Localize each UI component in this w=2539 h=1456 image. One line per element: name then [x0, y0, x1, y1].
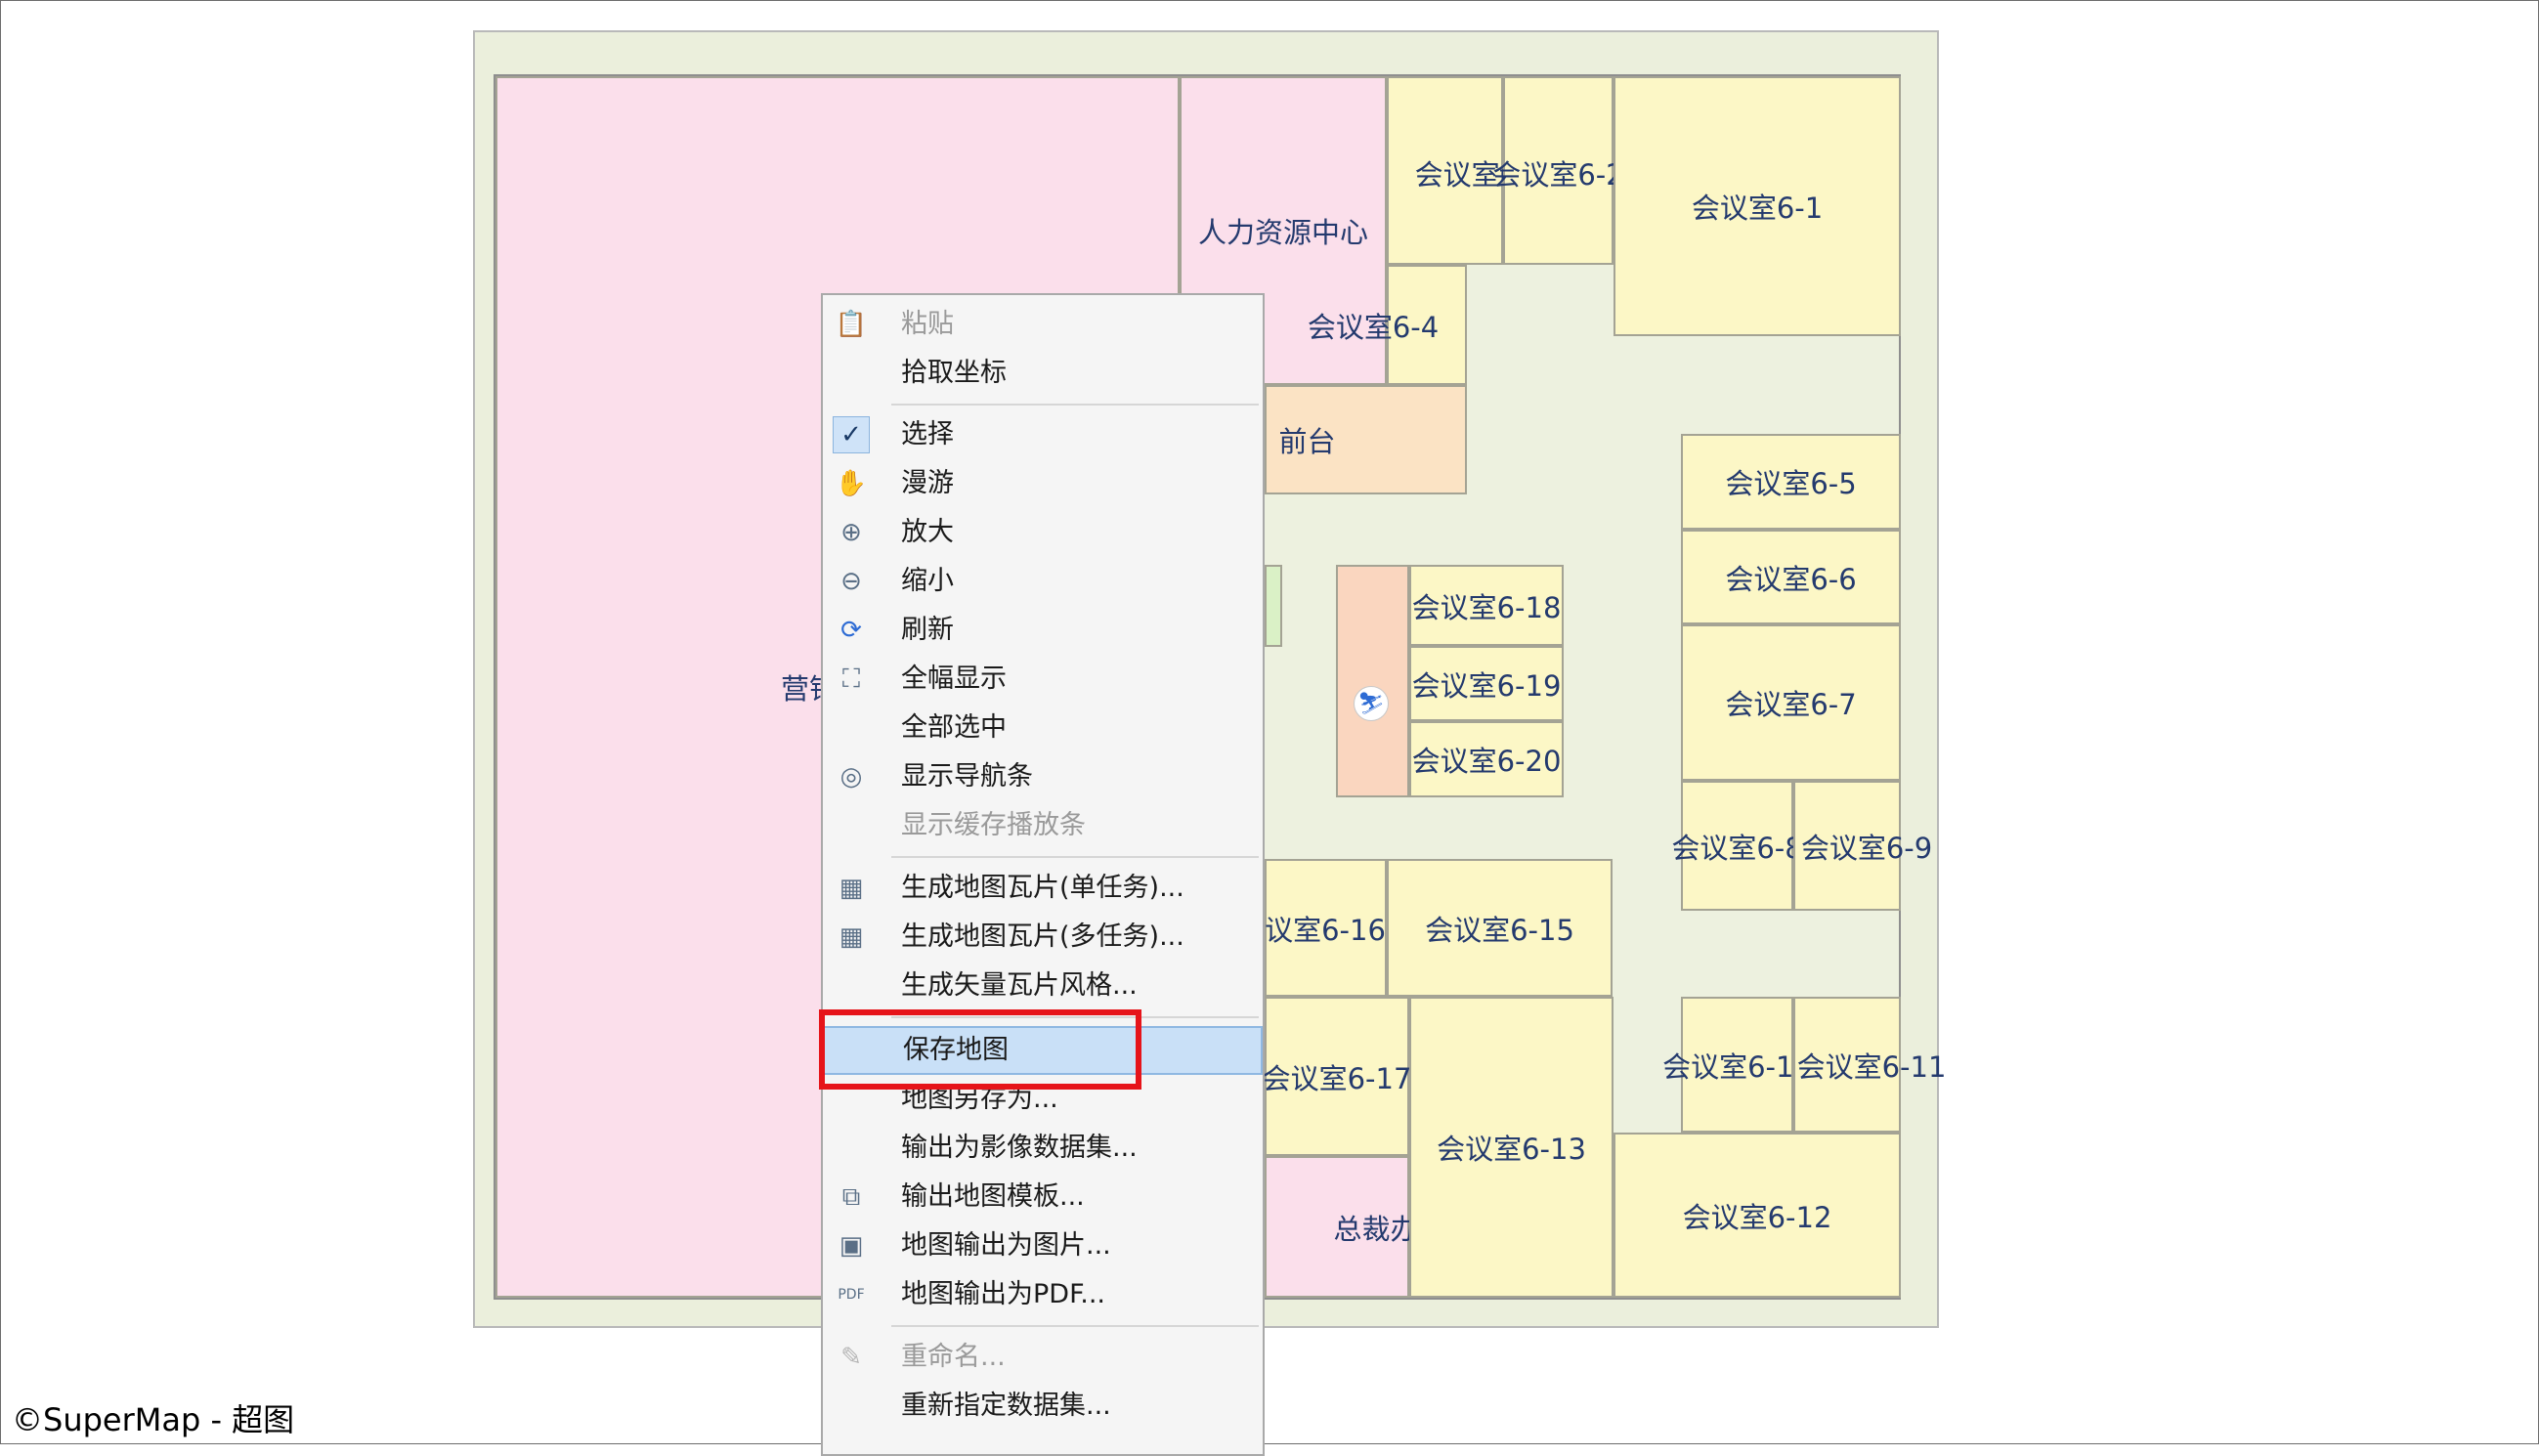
room-label: 会议室6-5	[1725, 467, 1857, 500]
room-6-11[interactable]: 会议室6-11	[1793, 997, 1946, 1133]
menu-item-export-map-template[interactable]: ⧉ 输出地图模板...	[823, 1173, 1263, 1221]
room-label: 会议室6-6	[1725, 562, 1857, 596]
room-label: 会议室6-19	[1411, 668, 1562, 703]
room-label: 人力资源中心	[1197, 216, 1368, 249]
room-6-7[interactable]: 会议室6-7	[1681, 624, 1901, 781]
export-image-icon: ▣	[839, 1231, 864, 1261]
room-label: 会议室6-10	[1662, 1049, 1812, 1084]
room-label: 会议室6-11	[1796, 1049, 1947, 1084]
menu-separator	[891, 1016, 1259, 1018]
room-6-8[interactable]: 会议室6-8	[1671, 781, 1803, 911]
room-6-1[interactable]: 会议室6-1	[1614, 76, 1901, 336]
menu-item-paste[interactable]: 📋 粘贴	[823, 300, 1263, 349]
room-label: 会议室6-12	[1682, 1200, 1832, 1234]
room-6-6[interactable]: 会议室6-6	[1681, 530, 1901, 624]
rename-icon: ✎	[840, 1343, 862, 1372]
menu-item-refresh[interactable]: ⟳ 刷新	[823, 606, 1263, 655]
menu-item-zoom-out[interactable]: ⊖ 缩小	[823, 557, 1263, 606]
refresh-icon: ⟳	[840, 616, 862, 645]
menu-item-generate-tiles-multi[interactable]: ▦ 生成地图瓦片(多任务)...	[823, 913, 1263, 962]
menu-item-rename[interactable]: ✎ 重命名...	[823, 1333, 1263, 1382]
menu-separator	[891, 404, 1259, 406]
room-label: 会议室6-20	[1411, 745, 1562, 778]
map-tile-multi-icon: ▦	[839, 922, 864, 952]
menu-item-pan[interactable]: ✋ 漫游	[823, 459, 1263, 508]
menu-item-full-extent[interactable]: ⛶ 全幅显示	[823, 655, 1263, 704]
menu-item-show-cache-bar[interactable]: 显示缓存播放条	[901, 810, 1086, 840]
hand-pan-icon: ✋	[835, 469, 868, 498]
room-label: 会议室6-8	[1671, 831, 1803, 865]
room-label: 会议室6-15	[1425, 913, 1574, 947]
room-6-16[interactable]: 会议室6-16	[1236, 859, 1387, 997]
room-label: 会议室6-7	[1725, 688, 1857, 721]
room-6-13[interactable]: 会议室6-13	[1409, 997, 1614, 1298]
room-label: 总裁办	[1333, 1212, 1419, 1246]
room-label: 会议室6-2	[1492, 158, 1624, 192]
room-6-15[interactable]: 会议室6-15	[1387, 859, 1613, 997]
export-pdf-icon: PDF	[838, 1287, 865, 1303]
room-6-3[interactable]: 会议室6-3	[1387, 76, 1546, 265]
room-6-20[interactable]: 会议室6-20	[1409, 721, 1564, 797]
context-menu: 📋 粘贴 拾取坐标 ✓ 选择 ✋ 漫游 ⊕ 放大 ⊖ 缩小 ⟳ 刷新 ⛶ 全幅显…	[821, 293, 1265, 1456]
menu-item-export-image-dataset[interactable]: 输出为影像数据集...	[901, 1133, 1138, 1163]
menu-separator	[891, 856, 1259, 858]
zoom-out-icon: ⊖	[840, 567, 862, 596]
menu-item-select-all[interactable]: 全部选中	[901, 712, 1007, 743]
map-tile-icon: ▦	[839, 874, 864, 903]
highlight-annotation-box	[819, 1009, 1141, 1090]
stairs-icon: ⛷	[1354, 686, 1389, 721]
menu-item-generate-tiles-single[interactable]: ▦ 生成地图瓦片(单任务)...	[823, 864, 1263, 913]
checkmark-icon: ✓	[833, 416, 870, 453]
room-label: 会议室6-17	[1262, 1061, 1412, 1095]
room-6-2[interactable]: 会议室6-2	[1492, 76, 1624, 265]
menu-item-save-map[interactable]: 保存地图	[823, 1026, 1263, 1075]
menu-item-export-pdf[interactable]: PDF 地图输出为PDF...	[823, 1270, 1263, 1319]
room-label: 会议室6-9	[1800, 831, 1933, 865]
menu-item-respecify-dataset[interactable]: 重新指定数据集...	[901, 1391, 1111, 1421]
menu-item-show-navigation[interactable]: ◎ 显示导航条	[823, 752, 1263, 801]
room-6-4[interactable]: 会议室6-4	[1308, 265, 1467, 385]
export-template-icon: ⧉	[841, 1181, 861, 1212]
room-ceo[interactable]: 总裁办	[1265, 1156, 1419, 1298]
copyright-text: ©SuperMap - 超图	[12, 1401, 295, 1438]
menu-item-vector-tile-style[interactable]: 生成矢量瓦片风格...	[901, 970, 1138, 1001]
menu-item-select[interactable]: ✓ 选择	[823, 410, 1263, 459]
navigation-icon: ◎	[839, 762, 863, 792]
room-label: 会议室6-4	[1307, 310, 1440, 344]
room-6-5[interactable]: 会议室6-5	[1681, 434, 1901, 530]
room-6-9[interactable]: 会议室6-9	[1793, 781, 1932, 911]
menu-separator	[891, 1325, 1259, 1327]
room-label: 前台	[1278, 425, 1336, 458]
room-6-10[interactable]: 会议室6-10	[1662, 997, 1812, 1133]
menu-item-export-picture[interactable]: ▣ 地图输出为图片...	[823, 1221, 1263, 1270]
room-6-17[interactable]: 会议室6-17	[1262, 997, 1412, 1156]
room-6-19[interactable]: 会议室6-19	[1409, 646, 1564, 721]
full-extent-icon: ⛶	[841, 664, 861, 694]
menu-item-pick-coordinates[interactable]: 拾取坐标	[901, 358, 1007, 388]
zoom-in-icon: ⊕	[840, 518, 862, 547]
paste-icon: 📋	[835, 310, 868, 339]
room-label: 会议室6-13	[1437, 1133, 1586, 1166]
stairwell[interactable]	[1336, 565, 1409, 797]
menu-item-zoom-in[interactable]: ⊕ 放大	[823, 508, 1263, 557]
room-6-12[interactable]: 会议室6-12	[1614, 1133, 1901, 1298]
room-label: 会议室6-1	[1691, 192, 1824, 225]
room-reception[interactable]: 前台	[1265, 385, 1467, 494]
room-label: 会议室6-18	[1411, 590, 1562, 624]
green-area	[1265, 565, 1282, 647]
room-6-18[interactable]: 会议室6-18	[1409, 565, 1564, 646]
